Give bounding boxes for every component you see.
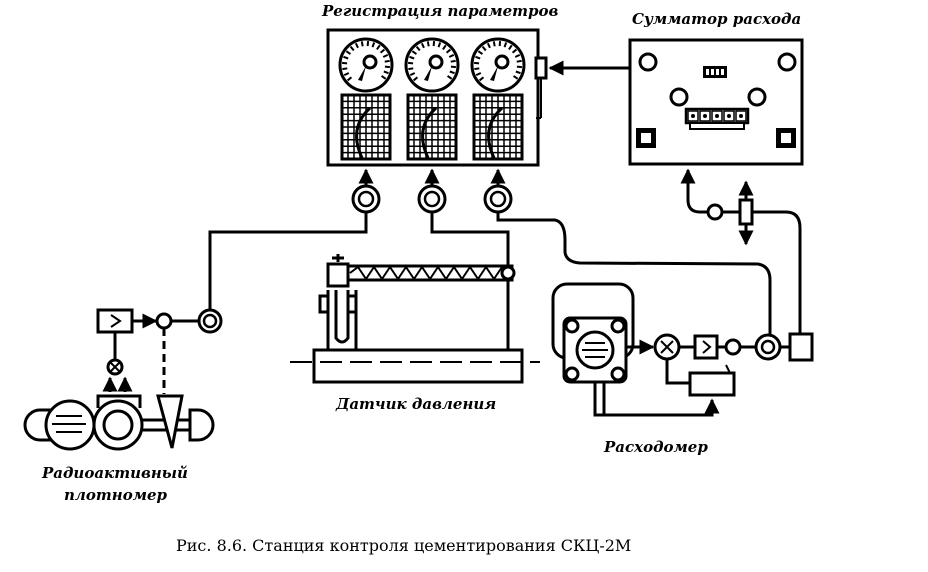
connector-outer — [417, 184, 447, 214]
summator-input-network — [680, 168, 802, 336]
densitometer-label-line2: плотномер — [64, 486, 168, 504]
digit — [711, 69, 714, 75]
figure-caption: Рис. 8.6. Станция контроля цементировани… — [176, 536, 631, 555]
chart-trace — [421, 106, 438, 159]
gauge-needle-hub — [428, 54, 444, 70]
connector-inner — [423, 190, 441, 208]
digit — [721, 69, 724, 75]
gauge-needle — [490, 66, 498, 81]
gauge-needle — [358, 66, 366, 81]
flow-summator — [628, 38, 804, 166]
chart-trace — [355, 106, 372, 159]
densitometer-label-line1: Радиоактивный — [41, 464, 188, 482]
gauge-needle-hub — [362, 54, 378, 70]
pressure-sensor-label: Датчик давления — [335, 395, 496, 413]
radioactive-densitometer — [23, 308, 223, 451]
connectors-row — [351, 168, 513, 214]
gauge-needle — [424, 66, 432, 81]
recorder-channel — [404, 37, 460, 161]
connector-outer — [483, 184, 513, 214]
signal-wiring — [208, 212, 772, 336]
pressure-sensor — [290, 254, 540, 384]
connector-outer — [351, 184, 381, 214]
flowmeter-label: Расходомер — [603, 438, 708, 456]
registration-label: Регистрация параметров — [321, 2, 558, 20]
registration-unit — [326, 28, 548, 167]
digit — [716, 69, 719, 75]
connector-inner — [357, 190, 375, 208]
summator-digit-indicator — [703, 66, 727, 78]
summator-terminal-block — [684, 107, 750, 130]
recorder-channel — [338, 37, 394, 161]
digit — [706, 69, 709, 75]
recorder-channel — [470, 37, 526, 161]
flowmeter — [551, 282, 814, 417]
summator-label: Сумматор расхода — [632, 10, 801, 28]
chart-trace — [487, 106, 504, 159]
connector-inner — [489, 190, 507, 208]
gauge-needle-hub — [494, 54, 510, 70]
